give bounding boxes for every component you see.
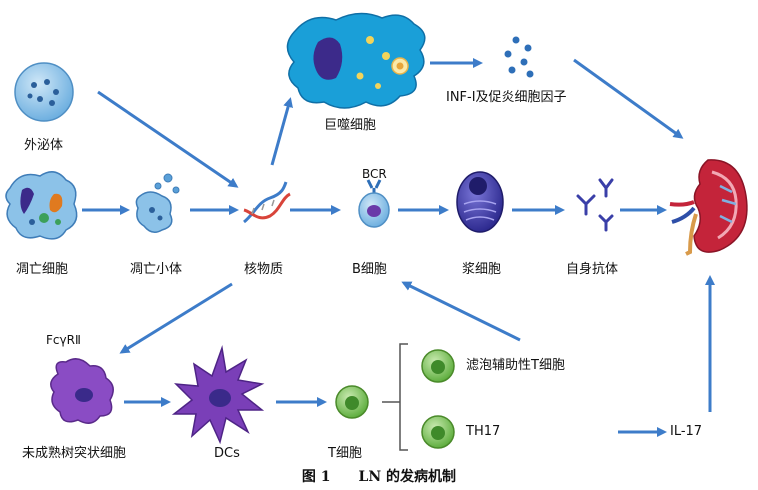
dna-icon — [243, 181, 291, 224]
macrophage-icon — [286, 12, 426, 109]
tfh-cell-icon — [421, 349, 455, 383]
b-cell-icon — [358, 179, 390, 228]
label-inf-cytokines: INF-Ⅰ及促炎细胞因子 — [446, 90, 567, 105]
label-nuclear-material: 核物质 — [244, 262, 284, 277]
exosome-icon — [14, 62, 74, 122]
cytokine-dots-icon — [504, 36, 534, 78]
t-cell-bracket — [382, 343, 408, 451]
label-plasma-cell: 浆细胞 — [462, 262, 502, 277]
arrow-cytokines-to-kidney — [573, 58, 684, 139]
label-fcgr: FcγRⅡ — [46, 333, 81, 347]
caption-title: LN 的发病机制 — [358, 469, 457, 485]
caption-figure-number: 图 1 — [301, 469, 331, 485]
label-apoptotic-body: 凋亡小体 — [130, 262, 183, 277]
label-bcr: BCR — [362, 167, 387, 181]
label-th17: TH17 — [466, 424, 501, 439]
label-exosome: 外泌体 — [24, 138, 64, 153]
label-autoantibody: 自身抗体 — [566, 262, 619, 277]
arrow-nuclear-to-macrophage — [270, 97, 293, 166]
autoantibody-icon — [576, 178, 614, 232]
label-t-cell: T细胞 — [328, 446, 362, 461]
label-apoptotic-cell: 凋亡细胞 — [16, 262, 69, 277]
apoptotic-cell-icon — [5, 171, 78, 240]
plasma-cell-icon — [456, 171, 504, 233]
apoptotic-body-icon — [135, 173, 180, 233]
arrow-nuclear-to-immature-dc — [119, 282, 233, 354]
label-tfh: 滤泡辅助性T细胞 — [466, 358, 565, 373]
label-b-cell: B细胞 — [352, 262, 387, 277]
t-cell-icon — [335, 385, 369, 419]
arrow-exosome-to-nuclear — [97, 90, 239, 188]
label-immature-dc: 未成熟树突状细胞 — [22, 446, 127, 461]
label-il17: IL-17 — [670, 424, 703, 439]
label-macrophage: 巨噬细胞 — [324, 118, 377, 133]
label-dcs: DCs — [214, 446, 240, 461]
dc-icon — [171, 345, 265, 445]
figure-caption: 图 1 LN 的发病机制 — [0, 466, 758, 486]
arrows — [82, 58, 715, 437]
th17-cell-icon — [421, 415, 455, 449]
immature-dc-icon — [50, 358, 114, 424]
kidney-icon — [669, 159, 748, 256]
arrow-tfh-to-bcell — [401, 281, 521, 342]
